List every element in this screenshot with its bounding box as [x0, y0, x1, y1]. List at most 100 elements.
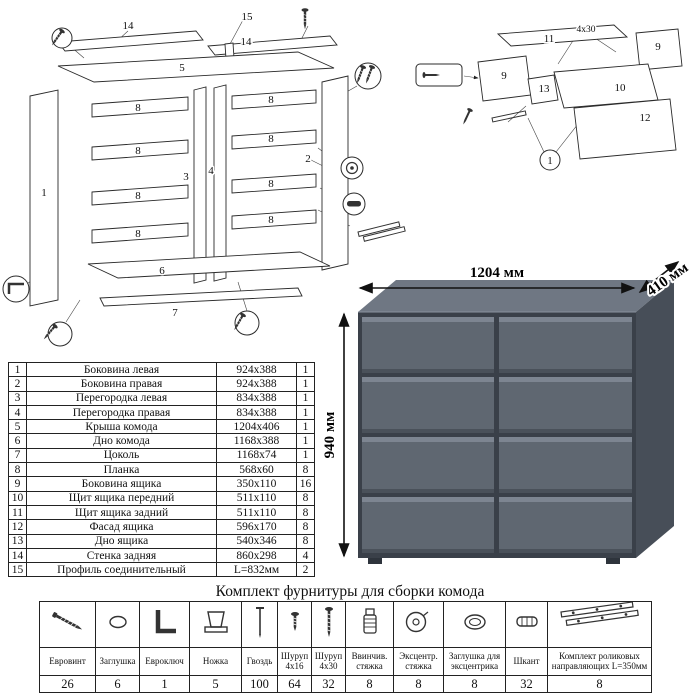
- drawer-rail-icon: [491, 110, 527, 123]
- drawer-front: [362, 437, 494, 493]
- part-label: 9: [655, 41, 661, 53]
- part-name: Планка: [26, 462, 217, 478]
- part-qty: 1: [296, 433, 315, 449]
- part-label: 14: [123, 20, 135, 32]
- hw-item-qty: 6: [95, 675, 140, 693]
- part-name: Фасад ящика: [26, 519, 217, 535]
- eurokey-icon: [155, 610, 176, 634]
- slat-8: [231, 89, 317, 110]
- part-label: 3: [183, 171, 189, 183]
- hw-item-qty: 32: [311, 675, 346, 693]
- drawer-front: [362, 377, 494, 433]
- width-dimension-label: 1204 мм: [470, 265, 524, 281]
- hw-item-qty: 32: [505, 675, 548, 693]
- hw-item-qty: 8: [393, 675, 444, 693]
- part-qty: 1: [296, 390, 315, 406]
- hw-item-name: Шуруп 4x16: [277, 647, 312, 676]
- hardware-callouts: [2, 7, 406, 347]
- part-qty: 16: [296, 476, 315, 492]
- hardware-kit-title: Комплект фурнитуры для сборки комода: [215, 583, 485, 600]
- part-size: 1168x74: [216, 447, 297, 464]
- part-qty: 8: [296, 490, 315, 506]
- part-size: 511x110: [216, 504, 297, 521]
- part-name: Перегородка левая: [26, 390, 217, 406]
- slat-8: [91, 222, 189, 244]
- hw-icon-cell: [393, 601, 444, 648]
- part-label: 10: [615, 82, 627, 94]
- screw-in-connector-icon: [362, 608, 377, 634]
- part-label: 2: [305, 153, 311, 165]
- hw-item-name: Евровинт: [39, 647, 96, 676]
- slat-8: [231, 173, 317, 194]
- part-label: 1: [41, 187, 47, 199]
- part-label: 8: [135, 145, 141, 157]
- dowel-icon: [347, 201, 361, 207]
- part-label: 7: [172, 307, 178, 319]
- slat-8: [231, 209, 317, 230]
- hw-item-name: Комплект роликовых направляющих L=350мм: [547, 647, 652, 676]
- part-qty: 1: [296, 361, 315, 378]
- part-number: 14: [8, 547, 27, 564]
- part-name: Дно комода: [26, 433, 217, 449]
- part-qty: 8: [296, 533, 315, 549]
- hw-icon-cell: [443, 601, 506, 648]
- drawer-front: [362, 497, 494, 553]
- dresser-top-face: [358, 280, 674, 312]
- part-number: 11: [8, 504, 27, 521]
- hw-icon-cell: [505, 601, 548, 648]
- hw-item-qty: 64: [277, 675, 312, 693]
- part-number: 15: [8, 562, 27, 578]
- part-number: 8: [8, 462, 27, 478]
- hw-item-name: Шуруп 4x30: [311, 647, 346, 676]
- part-name: Профиль соединительный: [26, 562, 217, 578]
- part-label: 11: [544, 33, 555, 45]
- hardware-qty-row: 26 6 1 5 100 64 32 8 8 8 32 8: [39, 675, 652, 693]
- part-label: 8: [135, 228, 141, 240]
- leg-icon: [203, 611, 228, 633]
- corner-bracket-icon: [7, 282, 24, 294]
- part-label: 12: [640, 112, 651, 124]
- drawer-panels: [477, 24, 683, 160]
- back-wall-strip-14a: [57, 30, 204, 52]
- hw-item-name: Ножка: [189, 647, 242, 676]
- hw-icon-cell: [39, 601, 96, 648]
- hw-item-name: Гвоздь: [241, 647, 278, 676]
- cam-cap-icon: [463, 614, 486, 630]
- hw-icon-cell: [241, 601, 278, 648]
- part-qty: 1: [296, 376, 315, 392]
- drawer-facade-12: [573, 98, 677, 160]
- drawer-front: [499, 437, 632, 493]
- hardware-names-row: Евровинт Заглушка Евроключ Ножка Гвоздь …: [39, 647, 652, 676]
- drawer-back-panel-11: [496, 24, 629, 47]
- nail-icon: [255, 607, 264, 638]
- dresser-body: [358, 280, 674, 564]
- step-number: 1: [547, 155, 553, 167]
- part-number: 6: [8, 433, 27, 449]
- part-label: 8: [268, 94, 274, 106]
- part-size: 350x110: [216, 476, 297, 492]
- part-name: Щит ящика задний: [26, 504, 217, 521]
- dowel-icon: [515, 616, 538, 627]
- drawer-rail-icon: [357, 221, 406, 242]
- part-number: 5: [8, 419, 27, 435]
- hw-item-qty: 8: [443, 675, 506, 693]
- screw-callout-circle: [51, 27, 73, 49]
- part-size: 568x60: [216, 462, 297, 478]
- slat-8: [91, 139, 189, 161]
- cam-lock-icon: [345, 161, 359, 175]
- cabinet-panels: [29, 30, 349, 307]
- hw-icon-cell: [311, 601, 346, 648]
- part-label: 8: [268, 133, 274, 145]
- drawer-front: [499, 497, 632, 553]
- part-size: 511x110: [216, 490, 297, 506]
- slat-8: [91, 96, 189, 118]
- cam-lock-icon: [405, 611, 428, 633]
- part-size: 1168x388: [216, 433, 297, 449]
- part-number: 9: [8, 476, 27, 492]
